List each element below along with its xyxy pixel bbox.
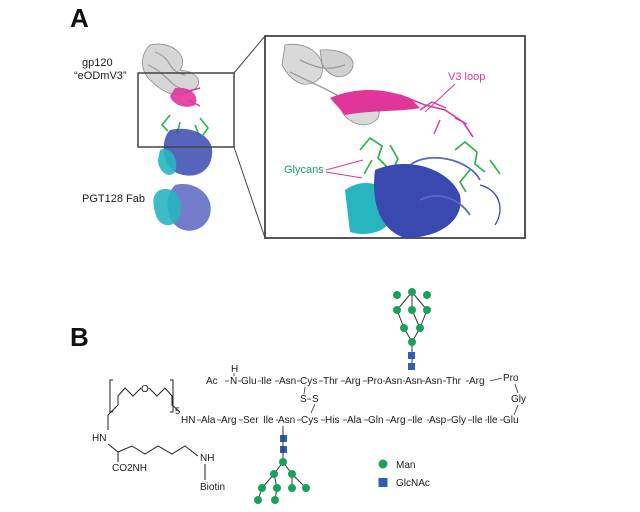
label-gp120: gp120: [82, 57, 113, 69]
peg-repeat: 5: [175, 406, 180, 416]
chain-top-8: Asn: [385, 376, 402, 387]
chain-bot-5: Asn: [278, 415, 295, 426]
chain-bot-9: Gln: [368, 415, 384, 426]
chain-bot-16: Glu: [503, 415, 519, 426]
top-chain: Ac H N Glu Ile Asn Cys Thr Arg Pro Asn A…: [206, 364, 485, 387]
chain-top-11: Thr: [446, 376, 462, 387]
chain-bot-6: Cys: [301, 415, 318, 426]
disulfide-s1: S: [300, 394, 307, 405]
chain-h: H: [231, 364, 238, 375]
peg-linker: [107, 379, 181, 430]
chain-bot-11: Ile: [412, 415, 423, 426]
chain-bot-13: Gly: [451, 415, 466, 426]
bottom-chain: HN Ala Arg Ser Ile Asn Cys His Ala Gln A…: [181, 415, 519, 426]
biotin-label: Biotin: [200, 482, 225, 493]
label-v3-loop: V3 loop: [448, 71, 485, 83]
label-glycans: Glycans: [284, 164, 324, 176]
chain-top-3: Asn: [279, 376, 296, 387]
chain-pro: Pro: [503, 373, 519, 384]
chain-top-10: Asn: [425, 376, 442, 387]
man-nodes-top: [393, 288, 431, 346]
chain-top-6: Arg: [345, 376, 361, 387]
panel-b-letter: B: [70, 322, 89, 352]
chain-bot-2: Arg: [221, 415, 237, 426]
lysine-nh: NH: [200, 453, 214, 464]
legend-glcnac-label: GlcNAc: [396, 478, 430, 489]
chain-bot-4: Ile: [263, 415, 274, 426]
peg-oxygen: O: [141, 384, 149, 395]
legend: Man GlcNAc: [378, 459, 430, 489]
chain-top-5: Thr: [323, 376, 339, 387]
label-gp120-name: “eODmV3”: [74, 70, 127, 82]
chain-top-2: Ile: [261, 376, 272, 387]
man-nodes-bottom: [254, 458, 310, 504]
chain-bot-7: His: [325, 415, 339, 426]
chain-bot-1: Ala: [201, 415, 216, 426]
zoom-selection-box: [137, 72, 235, 148]
chain-ac: Ac: [206, 376, 218, 387]
legend-man-label: Man: [396, 460, 415, 471]
chain-bot-8: Ala: [347, 415, 362, 426]
panel-a-letter: A: [70, 3, 89, 33]
chain-n: N: [230, 376, 237, 387]
chain-gly: Gly: [511, 394, 526, 405]
zoom-structure: [281, 43, 501, 238]
chain-top-1: Glu: [241, 376, 257, 387]
chain-bot-12: Asp: [429, 415, 447, 426]
chain-top-7: Pro: [367, 376, 383, 387]
chain-top-9: Asn: [405, 376, 422, 387]
overview-structure: [142, 43, 213, 231]
chain-top-12: Arg: [469, 376, 485, 387]
chain-bot-3: Ser: [243, 415, 259, 426]
chain-bot-15: Ile: [487, 415, 498, 426]
chain-bot-10: Arg: [390, 415, 406, 426]
chain-bot-14: Ile: [472, 415, 483, 426]
chain-top-4: Cys: [300, 376, 317, 387]
disulfide-s2: S: [312, 394, 319, 405]
lysine-co2nh: CO2NH: [112, 463, 147, 474]
label-fab: PGT128 Fab: [82, 193, 145, 205]
legend-glcnac-marker: [378, 478, 388, 487]
lysine-hn: HN: [92, 433, 106, 444]
chain-bot-hn: HN: [181, 415, 195, 426]
legend-man-marker: [378, 459, 388, 469]
